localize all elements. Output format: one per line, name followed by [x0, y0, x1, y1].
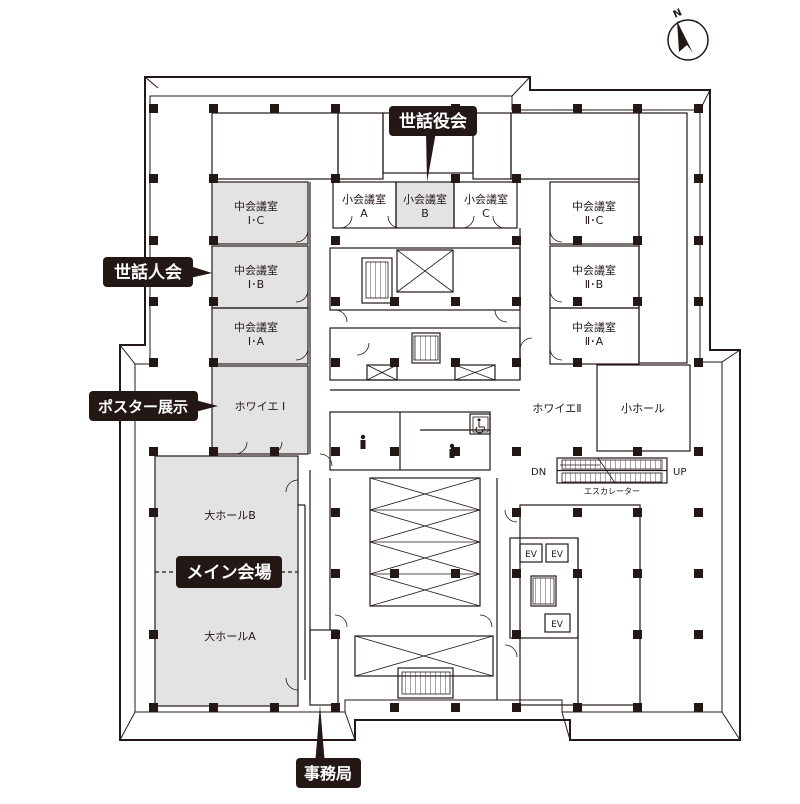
room-label-hall-a: 大ホールA [204, 629, 256, 643]
callout-poster-label: ポスター展示 [98, 398, 188, 416]
callout-office-label: 事務局 [304, 764, 352, 783]
room-label-small-hall: 小ホール [621, 402, 665, 415]
ev-label-3: EV [551, 620, 564, 630]
callout-sewanin: 世話人会 [103, 257, 212, 287]
escalator-up-label: UP [673, 467, 686, 478]
north-arrow-icon: N [667, 7, 709, 61]
stairs [365, 261, 663, 695]
room-label-foyer2: ホワイエⅡ [532, 402, 581, 415]
escalator-label: エスカレーター [584, 487, 640, 496]
ev-label-2: EV [551, 550, 564, 560]
elevator-labels: EV EV EV [525, 550, 564, 630]
callout-sewayaku: 世話役会 [389, 106, 477, 182]
highlight-chu-1c [212, 182, 308, 244]
doors [234, 215, 563, 691]
escalator-dn-label: DN [531, 467, 546, 478]
callout-sewayaku-label: 世話役会 [399, 111, 467, 132]
callout-sewanin-label: 世話人会 [114, 262, 182, 283]
room-label-foyer1: ホワイエ Ⅰ [235, 400, 286, 413]
accessible-icon [472, 416, 489, 434]
shaft-marks [354, 249, 616, 677]
highlight-chu-1b [212, 246, 308, 308]
callout-main-venue-label: メイン会場 [187, 562, 272, 583]
walls [154, 112, 691, 707]
callout-office: 事務局 [296, 705, 361, 788]
callout-poster: ポスター展示 [89, 391, 218, 421]
highlight-chu-1a [212, 308, 308, 364]
structural-columns [149, 104, 703, 712]
highlight-sho-b [396, 182, 454, 228]
restroom-icon [449, 443, 455, 458]
callout-main-venue: メイン会場 [176, 556, 282, 588]
escalator-labels: DN UP エスカレーター [531, 467, 686, 496]
room-label-hall-b: 大ホールB [204, 508, 256, 522]
highlight-foyer1 [212, 366, 308, 454]
north-label: N [672, 7, 684, 21]
restroom-icon [360, 434, 366, 449]
ev-label-1: EV [525, 550, 538, 560]
